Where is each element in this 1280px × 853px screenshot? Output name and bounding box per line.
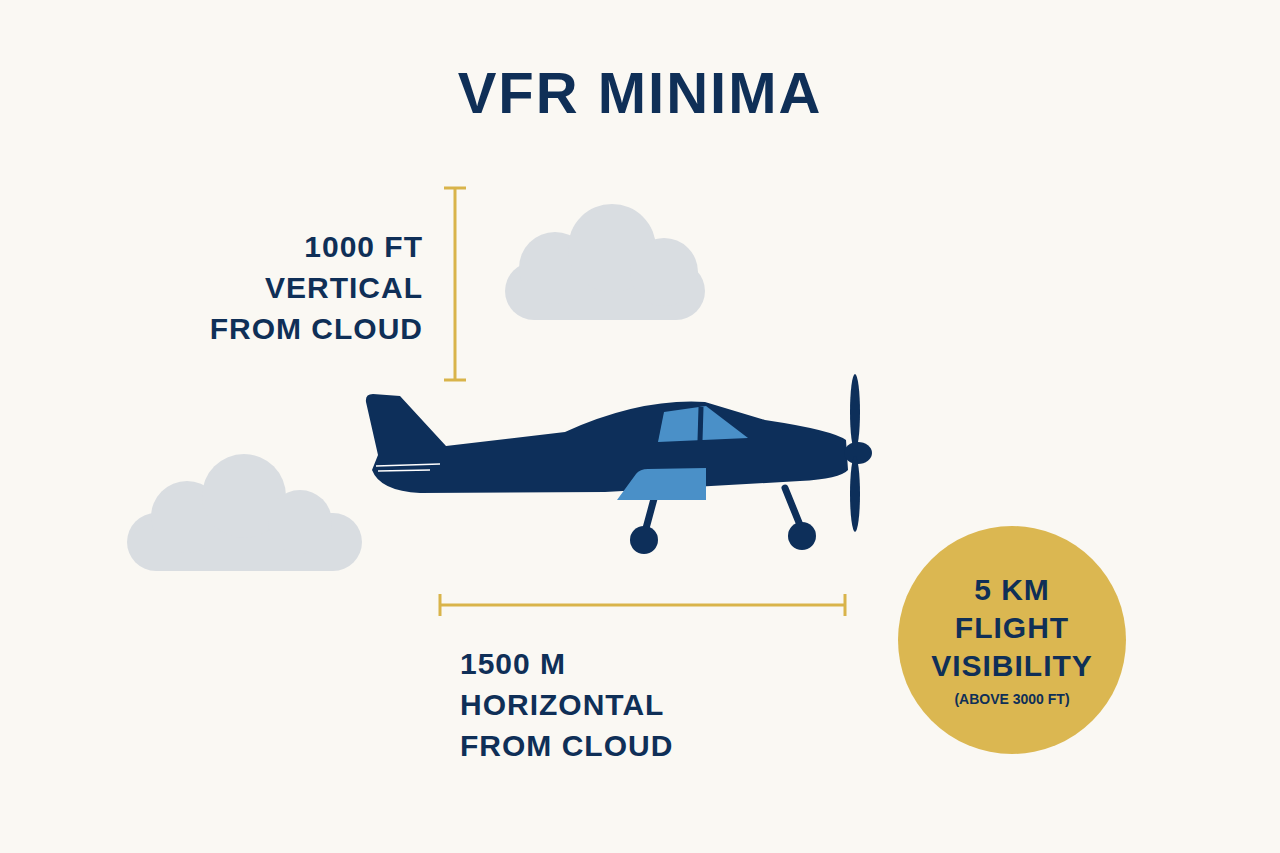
dimension-label: 1500 M HORIZONTAL FROM CLOUD xyxy=(460,643,690,766)
dimension-label: 1000 FT VERTICAL FROM CLOUD xyxy=(193,226,423,349)
cloud xyxy=(127,454,362,571)
visibility-value: 5 KM FLIGHT VISIBILITY xyxy=(927,571,1097,685)
horizontal-bracket xyxy=(440,594,845,616)
visibility-note: (ABOVE 3000 FT) xyxy=(954,689,1069,709)
cloud xyxy=(505,204,705,320)
airplane xyxy=(366,374,872,554)
vertical-bracket xyxy=(444,188,466,380)
visibility-circle: 5 KM FLIGHT VISIBILITY (ABOVE 3000 FT) xyxy=(898,526,1126,754)
diagram-title: VFR MINIMA xyxy=(0,58,1280,128)
